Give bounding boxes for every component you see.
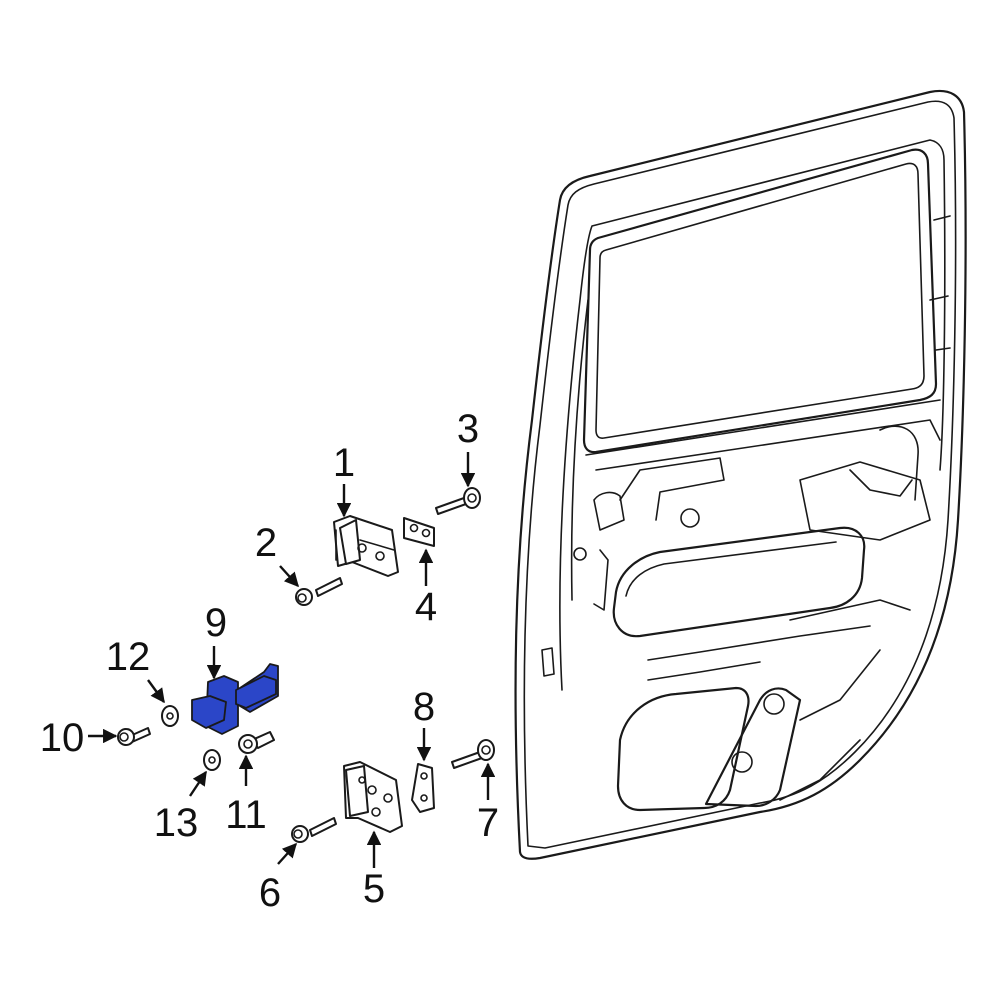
door-check-strap <box>191 663 279 735</box>
callout-12: 12 <box>106 635 151 679</box>
hinge-shim-lower <box>411 763 435 813</box>
hinge-bolt-top <box>435 487 481 515</box>
callout-5: 5 <box>363 867 385 911</box>
hinge-bolt-lower <box>291 817 337 843</box>
callout-leaders <box>88 452 496 868</box>
lower-hinge <box>343 761 403 833</box>
callout-1: 1 <box>333 441 355 485</box>
callout-10: 10 <box>40 716 85 760</box>
callout-2: 2 <box>255 521 277 565</box>
upper-hinge <box>333 515 399 577</box>
callout-4: 4 <box>415 585 437 629</box>
callout-8: 8 <box>413 685 435 729</box>
hinge-bolt-bottom <box>451 739 495 769</box>
callout-9: 9 <box>205 601 227 645</box>
callout-13: 13 <box>154 801 199 845</box>
callout-6: 6 <box>259 871 281 915</box>
hinge-shim-upper <box>403 517 435 547</box>
washer-upper <box>161 705 179 727</box>
check-bolt-left <box>117 727 151 746</box>
callout-11: 11 <box>225 793 267 837</box>
callout-7: 7 <box>477 801 499 845</box>
callout-labels: 1 2 3 4 5 6 7 8 9 10 11 12 13 <box>40 407 499 915</box>
check-bolt-right <box>238 731 275 754</box>
rear-door-shell <box>514 89 967 860</box>
washer-lower <box>203 749 221 771</box>
callout-3: 3 <box>457 407 479 451</box>
hinge-bolt-upper <box>295 577 343 606</box>
